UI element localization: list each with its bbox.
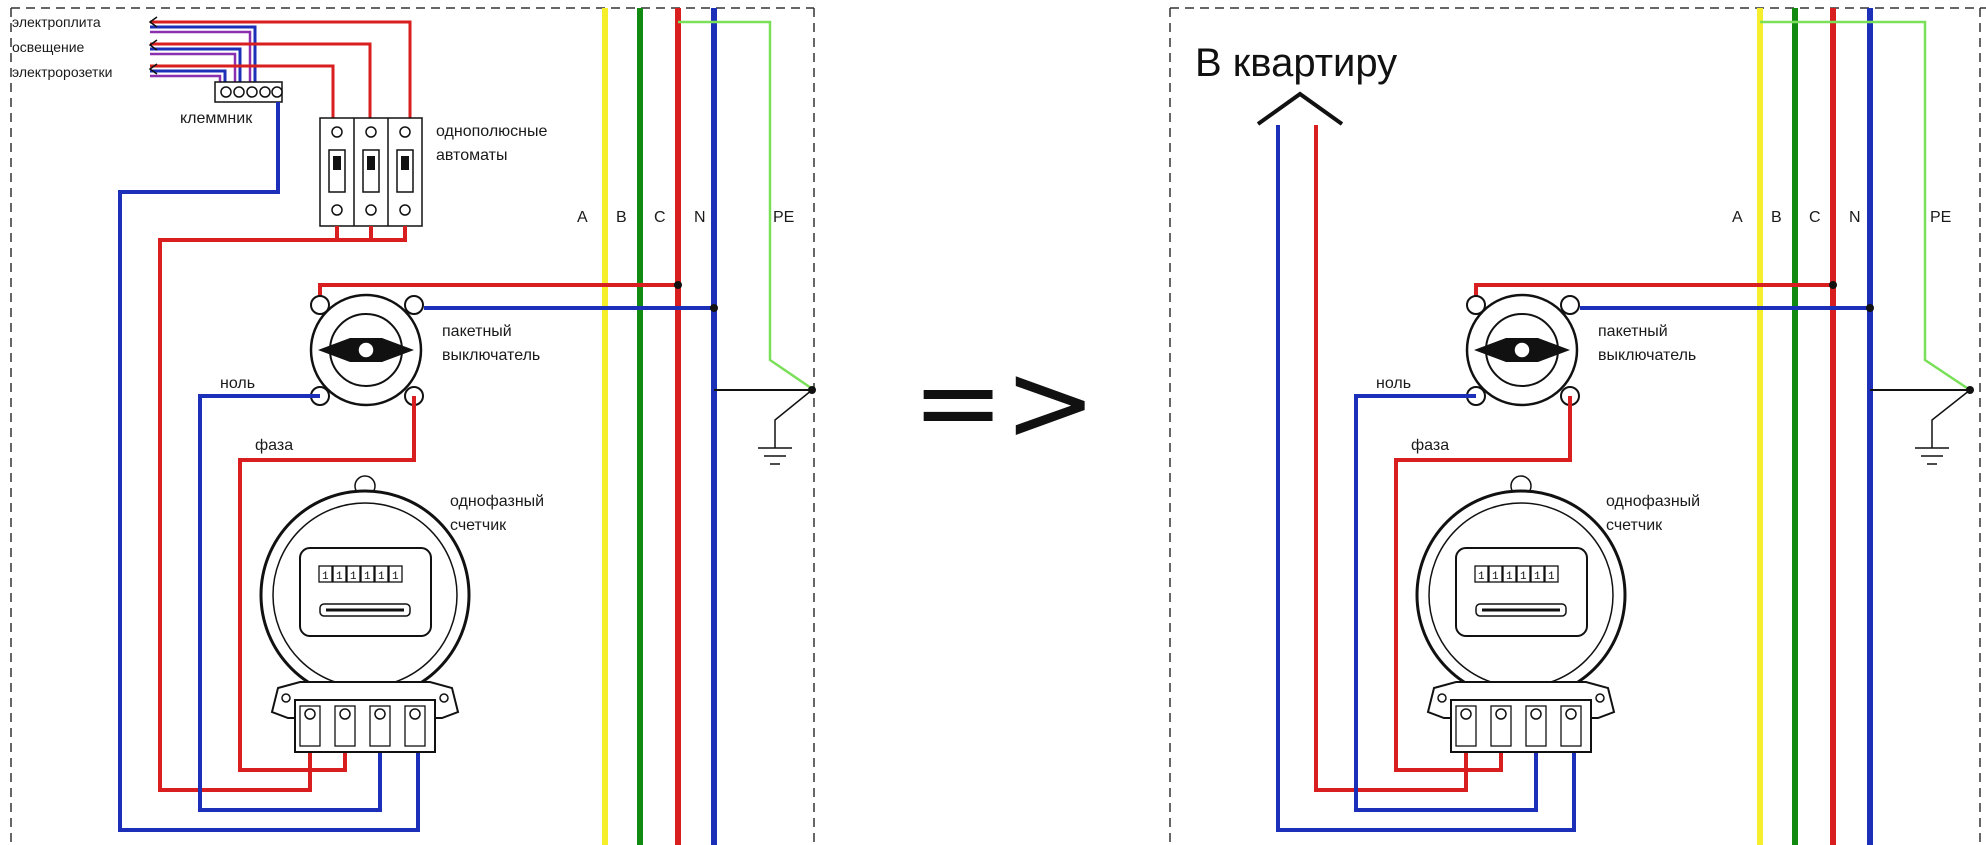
bus-a-label-r: A	[1732, 209, 1743, 226]
switch-label-line2-r: выключатель	[1598, 347, 1696, 364]
bus-a-label: A	[577, 209, 588, 226]
breakers-label-line1: однополюсные	[436, 123, 548, 140]
phase-label-r: фаза	[1411, 437, 1449, 454]
breaker-bridge-3	[337, 226, 407, 242]
meter-digit-3: 1	[350, 571, 357, 583]
ground-icon-r	[1915, 447, 1949, 465]
meter-label-line1: однофазный	[450, 493, 544, 510]
phase-label: фаза	[255, 437, 293, 454]
meter-digit-1: 1	[322, 571, 329, 583]
bus-c-label-r: C	[1809, 209, 1821, 226]
neutral-out-wire-r	[1276, 125, 1576, 832]
meter-digit-6-r: 1	[1548, 571, 1555, 583]
neutral-label: ноль	[220, 375, 255, 392]
neutral-node	[710, 304, 718, 312]
terminal-screws	[220, 86, 283, 98]
up-arrow-icon	[1256, 91, 1344, 126]
phase-node-r	[1829, 281, 1837, 289]
neutral-out-wire	[118, 102, 420, 832]
pe-wire	[678, 20, 815, 392]
panel-before: A B C N PE	[10, 7, 816, 845]
neutral-inner-wire-r	[1354, 394, 1538, 812]
meter-label-line2-r: счетчик	[1606, 517, 1663, 534]
meter-label-line1-r: однофазный	[1606, 493, 1700, 510]
bus-pe-label-r: PE	[1930, 209, 1951, 226]
phase-inner-wire	[238, 396, 416, 772]
bus-n-label-r: N	[1849, 209, 1861, 226]
neutral-inner-wire	[198, 394, 382, 812]
meter-digit-5-r: 1	[1534, 571, 1541, 583]
switch-label-line1: пакетный	[442, 323, 512, 340]
switch-label-line2: выключатель	[442, 347, 540, 364]
phase-inner-wire-r	[1394, 396, 1572, 772]
phase-out-wire	[158, 226, 339, 792]
ground-lead-r	[1931, 389, 1971, 448]
meter-label-line2: счетчик	[450, 517, 507, 534]
meter-digit-6: 1	[392, 571, 399, 583]
ground-node-r	[1966, 386, 1974, 394]
meter-digit-3-r: 1	[1506, 571, 1513, 583]
breakers	[319, 117, 423, 227]
meter-digit-2-r: 1	[1492, 571, 1499, 583]
ground-lead	[774, 389, 813, 448]
packet-switch	[309, 293, 424, 407]
load-arrows	[148, 16, 158, 75]
transform-arrow: =>	[912, 338, 1096, 466]
bus-n-label: N	[694, 209, 706, 226]
meter-r: 1 1 1 1 1 1	[1415, 475, 1627, 753]
pe-wire-r	[1760, 20, 1971, 392]
meter-digit-4-r: 1	[1520, 571, 1527, 583]
apartment-label: В квартиру	[1195, 41, 1397, 85]
packet-switch-r	[1465, 293, 1580, 407]
phase-node	[674, 281, 682, 289]
load-stove-label: электроплита	[12, 14, 101, 30]
meter-digit-5: 1	[378, 571, 385, 583]
ground-icon	[758, 447, 792, 465]
ground-node	[808, 386, 816, 394]
terminal-label: клеммник	[180, 110, 253, 127]
neutral-node-r	[1866, 304, 1874, 312]
load-lines	[150, 20, 412, 125]
meter-digit-4: 1	[364, 571, 371, 583]
breakers-label-line2: автоматы	[436, 147, 507, 164]
bus-pe-label: PE	[773, 209, 794, 226]
neutral-label-r: ноль	[1376, 375, 1411, 392]
bus-c-label: C	[654, 209, 666, 226]
load-sockets-label: электророзетки	[12, 64, 112, 80]
bus-b-label-r: B	[1771, 209, 1782, 226]
bus-b-label: B	[616, 209, 627, 226]
switch-label-line1-r: пакетный	[1598, 323, 1668, 340]
panel-after: A B C N PE В квартиру	[1169, 7, 1986, 845]
load-lighting-label: освещение	[12, 39, 85, 55]
meter: 1 1 1 1 1 1	[259, 475, 471, 753]
meter-digit-1-r: 1	[1478, 571, 1485, 583]
meter-digit-2: 1	[336, 571, 343, 583]
